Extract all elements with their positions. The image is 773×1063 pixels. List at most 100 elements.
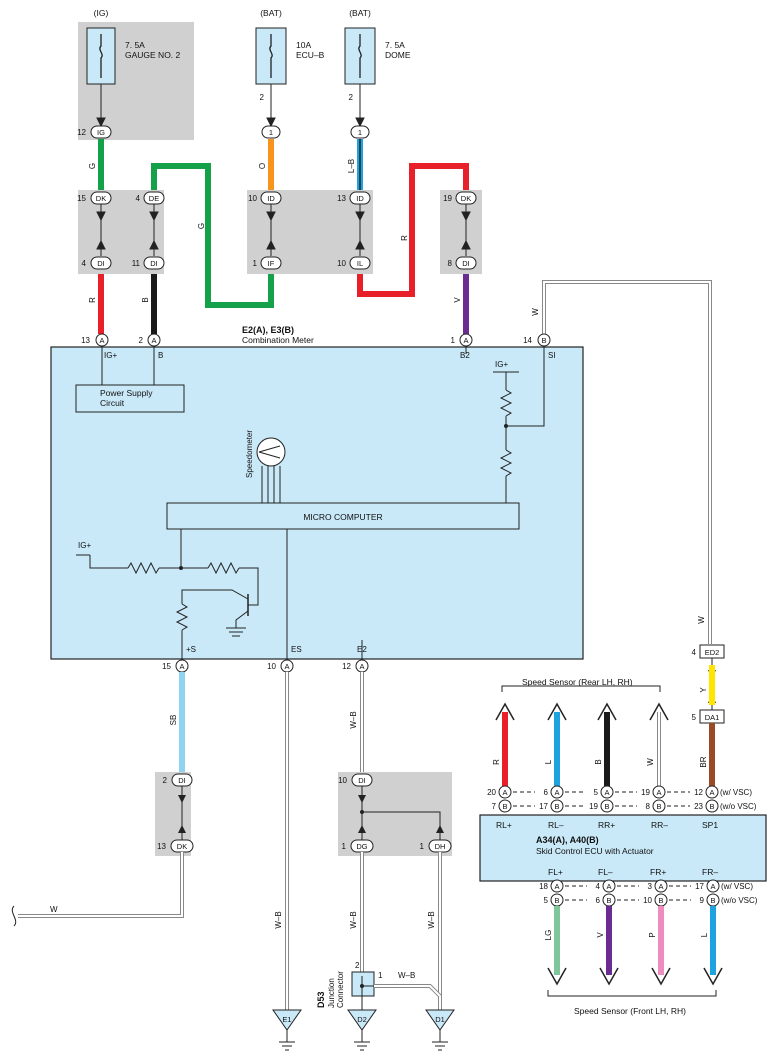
vsc-note: (w/ VSC) bbox=[721, 882, 753, 891]
resistor-icon bbox=[207, 561, 240, 575]
power-supply-circuit bbox=[75, 384, 185, 413]
svg-text:P: P bbox=[648, 932, 657, 937]
micro-computer bbox=[166, 502, 520, 530]
ecu-pin: B23 bbox=[667, 799, 719, 813]
svg-text:V: V bbox=[453, 297, 462, 303]
svg-text:D2: D2 bbox=[357, 1015, 367, 1024]
svg-text:1: 1 bbox=[358, 128, 362, 137]
svg-text:DH: DH bbox=[435, 842, 446, 851]
svg-text:6: 6 bbox=[596, 896, 601, 905]
svg-text:8: 8 bbox=[646, 802, 651, 811]
svg-text:4: 4 bbox=[82, 259, 87, 268]
ecu-top-label: SP1 bbox=[702, 820, 718, 830]
svg-text:DK: DK bbox=[461, 194, 471, 203]
svg-text:B: B bbox=[554, 802, 559, 811]
ecu-pin: A6 bbox=[513, 785, 564, 799]
svg-text:B: B bbox=[604, 802, 609, 811]
svg-text:5: 5 bbox=[692, 713, 697, 722]
svg-text:R: R bbox=[400, 235, 409, 241]
svg-text:SI: SI bbox=[548, 351, 556, 360]
ecu-bottom-label: FL+ bbox=[548, 867, 563, 877]
svg-text:8: 8 bbox=[448, 259, 453, 268]
svg-text:1: 1 bbox=[269, 128, 273, 137]
svg-text:1: 1 bbox=[420, 842, 425, 851]
ecu-top-label: RL+ bbox=[496, 820, 512, 830]
vsc-note: (w/o VSC) bbox=[720, 802, 757, 811]
fuse-rating: 10A bbox=[296, 40, 311, 50]
svg-text:4: 4 bbox=[136, 194, 141, 203]
svg-text:A: A bbox=[709, 788, 714, 797]
svg-text:DI: DI bbox=[150, 259, 158, 268]
svg-text:ED2: ED2 bbox=[705, 648, 720, 657]
svg-text:L: L bbox=[544, 759, 553, 764]
svg-text:2: 2 bbox=[163, 776, 168, 785]
pin-badge: IF1 bbox=[253, 256, 282, 270]
fuse-source-label: (BAT) bbox=[349, 8, 371, 18]
front-sensor-wires: LG V P L bbox=[544, 906, 723, 986]
svg-text:23: 23 bbox=[694, 802, 703, 811]
svg-text:A: A bbox=[554, 882, 559, 891]
ecu-pin: A18 bbox=[539, 879, 564, 893]
wire-labels-upper: G G O L–B R R B V W W bbox=[88, 159, 706, 624]
ecu-pin: A4 bbox=[565, 879, 616, 893]
svg-text:A: A bbox=[284, 662, 289, 671]
svg-text:LG: LG bbox=[544, 930, 553, 941]
ecu-pin: B8 bbox=[615, 799, 666, 813]
svg-text:5: 5 bbox=[544, 896, 549, 905]
resistor-icon bbox=[499, 449, 513, 477]
fuse-name: ECU–B bbox=[296, 50, 325, 60]
svg-text:DI: DI bbox=[178, 776, 186, 785]
ground-d2: D2 bbox=[347, 1009, 377, 1051]
ecu-pin: B9 bbox=[669, 893, 720, 907]
ecu-pin: B 19 bbox=[565, 799, 614, 813]
svg-text:A: A bbox=[658, 882, 663, 891]
fuse-name: DOME bbox=[385, 50, 411, 60]
svg-text:12: 12 bbox=[342, 662, 351, 671]
svg-text:Speedometer: Speedometer bbox=[245, 430, 254, 478]
junction-connector-d53: 2 1 W–B D53 Junction Connector bbox=[316, 961, 442, 1010]
svg-text:Power Supply: Power Supply bbox=[100, 388, 153, 398]
fuse-pin: 2 bbox=[260, 93, 265, 102]
ecu-pin: A19 bbox=[615, 785, 666, 799]
svg-text:10: 10 bbox=[643, 896, 652, 905]
ground-d1: D1 bbox=[425, 1009, 455, 1051]
svg-text:1: 1 bbox=[451, 336, 456, 345]
svg-text:19: 19 bbox=[641, 788, 650, 797]
svg-text:19: 19 bbox=[589, 802, 598, 811]
ground-e1: E1 bbox=[272, 1009, 302, 1051]
junction-arrows bbox=[96, 117, 471, 256]
svg-text:DI: DI bbox=[358, 776, 366, 785]
svg-text:IG+: IG+ bbox=[495, 360, 508, 369]
svg-text:B: B bbox=[710, 896, 715, 905]
svg-text:1: 1 bbox=[253, 259, 258, 268]
svg-text:BR: BR bbox=[699, 756, 708, 767]
rear-sensor-header: Speed Sensor (Rear LH, RH) bbox=[522, 677, 633, 687]
meter-title: E2(A), E3(B) bbox=[242, 325, 294, 335]
svg-text:13: 13 bbox=[157, 842, 166, 851]
svg-text:14: 14 bbox=[523, 336, 532, 345]
pin-badge: 1 bbox=[261, 125, 281, 139]
ecu-top-label: RR– bbox=[651, 820, 668, 830]
svg-text:A: A bbox=[359, 662, 364, 671]
ecu-pin: B6 bbox=[565, 893, 616, 907]
svg-text:15: 15 bbox=[162, 662, 171, 671]
svg-text:D53: D53 bbox=[316, 991, 326, 1008]
svg-text:L: L bbox=[700, 932, 709, 937]
svg-text:IG+: IG+ bbox=[104, 351, 117, 360]
resistor-icon bbox=[499, 389, 513, 417]
svg-text:Y: Y bbox=[699, 687, 708, 693]
svg-text:B: B bbox=[541, 336, 546, 345]
ecu-pin: B17 bbox=[513, 799, 564, 813]
resistor-icon bbox=[127, 561, 160, 575]
svg-text:B: B bbox=[656, 802, 661, 811]
vsc-note: (w/ VSC) bbox=[720, 788, 752, 797]
